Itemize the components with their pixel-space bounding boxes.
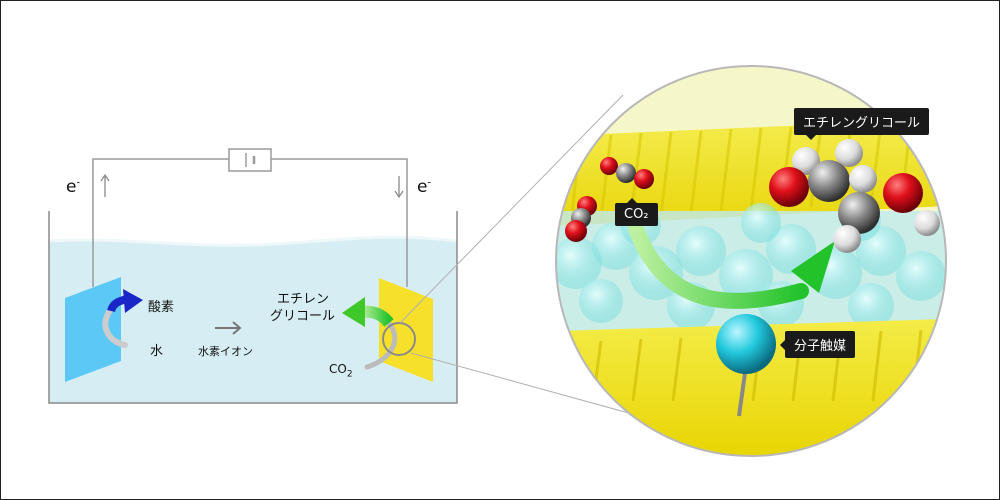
electron-charge: -	[427, 177, 432, 189]
electron-flow-up-arrow	[100, 173, 110, 197]
electron-charge: -	[76, 177, 81, 189]
molecular-catalyst-callout: 分子触媒	[779, 331, 856, 358]
co2-label: CO2	[329, 362, 353, 379]
electron-flow-down-arrow	[394, 176, 404, 199]
circuit-wire	[92, 158, 408, 287]
battery-icon	[228, 148, 272, 172]
oxygen-label: 酸素	[148, 300, 175, 315]
co2-callout: CO₂	[615, 198, 658, 226]
cathode-electrode	[379, 278, 433, 382]
electron-symbol: e	[66, 177, 77, 197]
water-label: 水	[150, 344, 164, 359]
reaction-arrowhead	[791, 241, 835, 293]
beaker-outline	[48, 211, 458, 404]
ethylene-glycol-label-line2: グリコール	[270, 309, 336, 324]
ethylene-glycol-label-line1: エチレン	[277, 292, 330, 307]
ethylene-glycol-callout: エチレングリコール	[794, 108, 930, 140]
hydrogen-ion-arrow	[215, 321, 242, 335]
co2-text: CO	[329, 362, 347, 376]
anode-electrode	[65, 277, 121, 382]
oxygen-evolution-arrow	[102, 289, 143, 348]
reaction-arrow	[628, 221, 809, 309]
electrolysis-cell	[48, 148, 458, 404]
water-body	[49, 237, 457, 403]
co2-subscript: 2	[346, 369, 353, 380]
water-surface-highlight	[48, 235, 458, 247]
electron-label-left: e-	[66, 177, 80, 197]
co2-molecule	[600, 157, 654, 189]
electron-symbol: e	[417, 177, 428, 197]
co2-molecule	[565, 196, 597, 242]
electron-label-right: e-	[417, 177, 431, 197]
co2-reduction-arrow	[342, 297, 416, 370]
molecular-catalyst	[716, 314, 776, 417]
magnifier-ring	[555, 65, 947, 457]
ethylene-glycol-molecule	[769, 139, 940, 253]
hydrogen-ion-label: 水素イオン	[198, 345, 253, 358]
